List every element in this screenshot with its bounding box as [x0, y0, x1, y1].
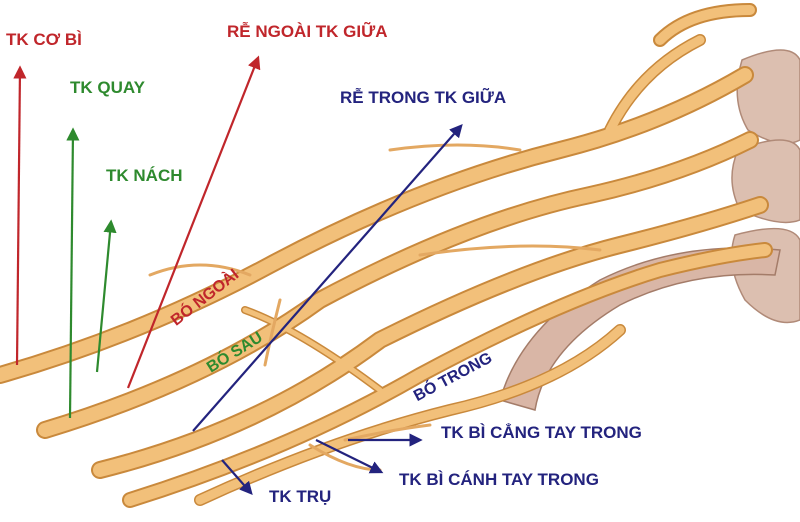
label-medial-brachial-cutaneous: TK BÌ CÁNH TAY TRONG: [399, 470, 599, 489]
arrow-radial: [66, 127, 80, 419]
label-medial-antebrachial-cutaneous: TK BÌ CẲNG TAY TRONG: [441, 423, 642, 442]
arrow-axillary: [95, 219, 117, 373]
arrow-lateral-root-median: [126, 55, 261, 389]
label-lateral-root-median: RỄ NGOÀI TK GIỮA: [227, 22, 388, 41]
arrow-musculocutaneous: [13, 65, 27, 366]
label-ulnar: TK TRỤ: [269, 487, 332, 506]
pointer-arrows: [13, 55, 463, 495]
label-musculocutaneous: TK CƠ BÌ: [6, 30, 82, 49]
arrow-medial-brachial: [315, 439, 384, 474]
label-axillary: TK NÁCH: [106, 166, 183, 185]
arrow-ulnar: [221, 459, 253, 495]
label-radial: TK QUAY: [70, 78, 145, 97]
vertebrae: [730, 49, 800, 324]
label-medial-root-median: RỄ TRONG TK GIỮA: [340, 88, 507, 107]
nerve-bundle: [0, 3, 773, 508]
arrow-medial-root-median: [192, 124, 463, 432]
